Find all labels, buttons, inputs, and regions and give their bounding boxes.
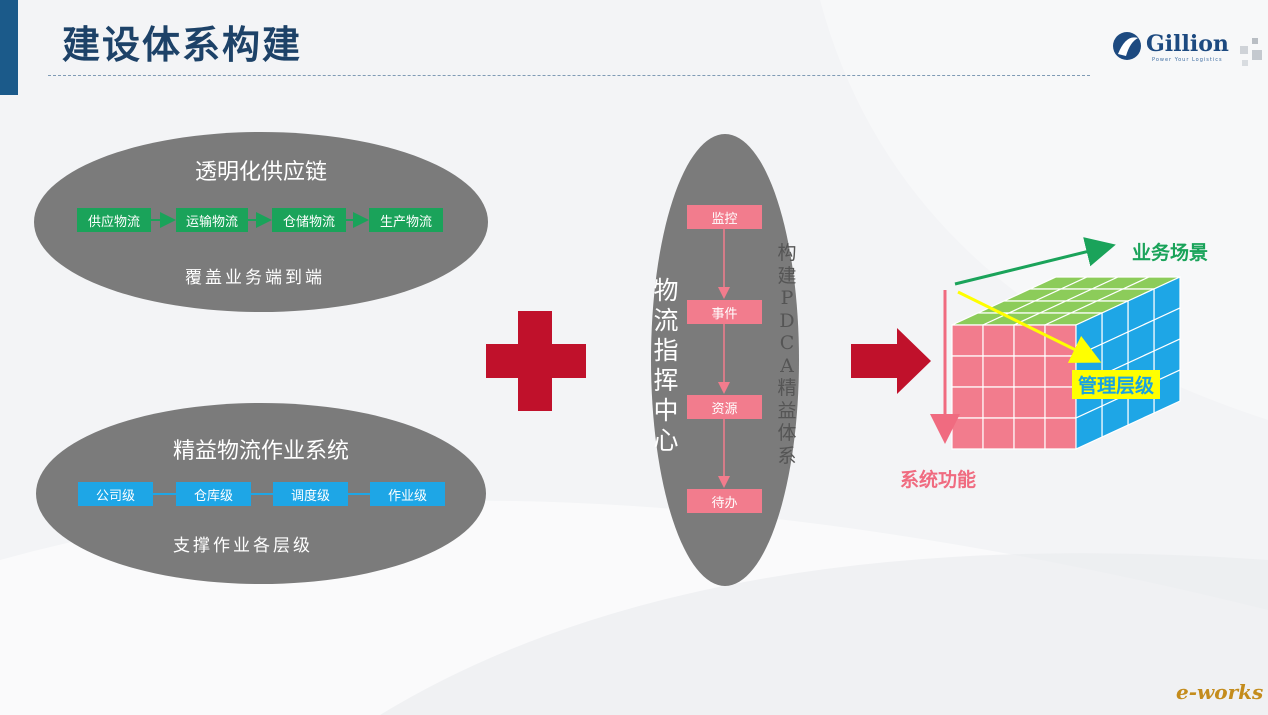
cube-front-cell (1013, 355, 1046, 388)
cube-front-cell (982, 417, 1015, 450)
axis-label-business-scene: 业务场景 (1132, 242, 1209, 264)
logo-tagline: Power Your Logistics (1152, 57, 1223, 63)
pdca-side-text: 构建PDCA精益体系 (777, 242, 797, 467)
chip-transport-logistics: 运输物流 (176, 208, 248, 232)
chip-dispatch-level: 调度级 (273, 482, 348, 506)
cube-front-cell (982, 355, 1015, 388)
step-monitor: 监控 (687, 205, 762, 229)
cube-front-cell (982, 386, 1015, 419)
cube-front-cell (951, 324, 984, 357)
top-ellipse-subtitle: 覆盖业务端到端 (185, 268, 325, 288)
header-accent-bar (0, 0, 18, 95)
cube-side-cell (1075, 405, 1103, 450)
step-todo: 待办 (687, 489, 762, 513)
title-divider (48, 75, 1090, 76)
cube-front-cell (1013, 386, 1046, 419)
chip-company-level: 公司级 (78, 482, 153, 506)
cube-front-cell (1013, 417, 1046, 450)
cube-front-cell (951, 355, 984, 388)
axis-label-management-level: 管理层级 (1072, 370, 1161, 399)
step-resource: 资源 (687, 395, 762, 419)
command-center-title: 物流指挥中心 (653, 276, 679, 455)
step-event: 事件 (687, 300, 762, 324)
cube-front-cell (951, 417, 984, 450)
cube-graphic (951, 276, 1181, 450)
page-title: 建设体系构建 (62, 23, 303, 67)
plus-icon (486, 311, 586, 411)
gillion-logo-icon (1113, 32, 1141, 60)
chip-warehouse-level: 仓库级 (176, 482, 251, 506)
decorative-squares (1240, 38, 1262, 66)
chip-warehouse-logistics: 仓储物流 (272, 208, 346, 232)
logo-name: Gillion (1146, 31, 1229, 57)
cube-front-cell (951, 386, 984, 419)
cube-front-cell (982, 324, 1015, 357)
cube-front-cell (1044, 324, 1077, 357)
chip-operation-level: 作业级 (370, 482, 445, 506)
chip-supply-logistics: 供应物流 (77, 208, 151, 232)
bottom-ellipse-title: 精益物流作业系统 (172, 439, 349, 464)
right-arrow-icon (851, 328, 931, 394)
eworks-watermark: e-works (1176, 680, 1264, 704)
top-ellipse-title: 透明化供应链 (194, 160, 327, 185)
chip-production-logistics: 生产物流 (369, 208, 443, 232)
bottom-ellipse-subtitle: 支撑作业各层级 (173, 536, 313, 556)
cube-front-cell (1044, 417, 1077, 450)
axis-label-system-function: 系统功能 (900, 469, 977, 491)
cube-front-cell (1013, 324, 1046, 357)
